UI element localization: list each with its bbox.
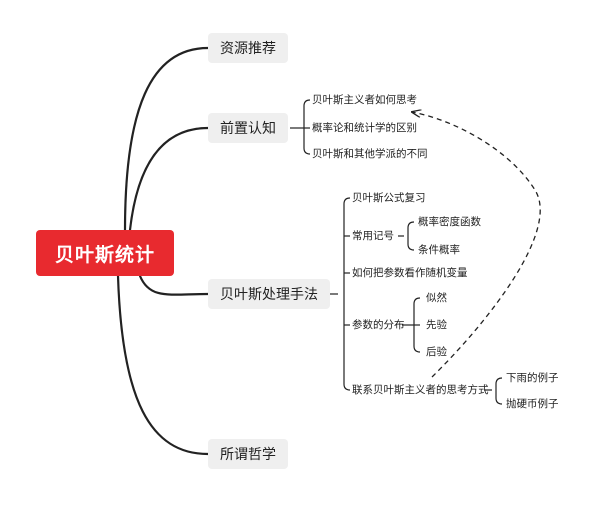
leaf-how-bayesians-think[interactable]: 贝叶斯主义者如何思考 <box>312 94 417 106</box>
leaf-rain-example[interactable]: 下雨的例子 <box>506 372 559 384</box>
branch-resources[interactable]: 资源推荐 <box>208 33 288 63</box>
leaf-common-notation[interactable]: 常用记号 <box>352 230 394 242</box>
branch-prior-knowledge[interactable]: 前置认知 <box>208 113 288 143</box>
connector-resources <box>123 46 210 232</box>
leaf-likelihood[interactable]: 似然 <box>426 292 447 304</box>
connector-philosophy <box>116 274 210 456</box>
branch-bayes-methods[interactable]: 贝叶斯处理手法 <box>208 279 330 309</box>
relation-arrow <box>412 112 541 378</box>
leaf-bayes-formula-review[interactable]: 贝叶斯公式复习 <box>352 192 426 204</box>
branch-philosophy[interactable]: 所谓哲学 <box>208 439 288 469</box>
connector-bayes-methods <box>138 274 210 296</box>
leaf-posterior[interactable]: 后验 <box>426 346 447 358</box>
root-node[interactable]: 贝叶斯统计 <box>36 230 174 276</box>
leaf-parameter-as-random-variable[interactable]: 如何把参数看作随机变量 <box>352 267 468 279</box>
leaf-conditional-probability[interactable]: 条件概率 <box>418 244 460 256</box>
leaf-probability-vs-statistics[interactable]: 概率论和统计学的区别 <box>312 122 417 134</box>
leaf-coin-toss-example[interactable]: 抛硬币例子 <box>506 398 559 410</box>
leaf-prior[interactable]: 先验 <box>426 319 447 331</box>
connector-prior-knowledge <box>128 126 210 232</box>
leaf-bayes-vs-other-schools[interactable]: 贝叶斯和其他学派的不同 <box>312 148 428 160</box>
leaf-parameter-distribution[interactable]: 参数的分布 <box>352 319 405 331</box>
leaf-bayesian-thinking-link[interactable]: 联系贝叶斯主义者的思考方式 <box>352 384 489 396</box>
leaf-probability-density-function[interactable]: 概率密度函数 <box>418 216 481 228</box>
